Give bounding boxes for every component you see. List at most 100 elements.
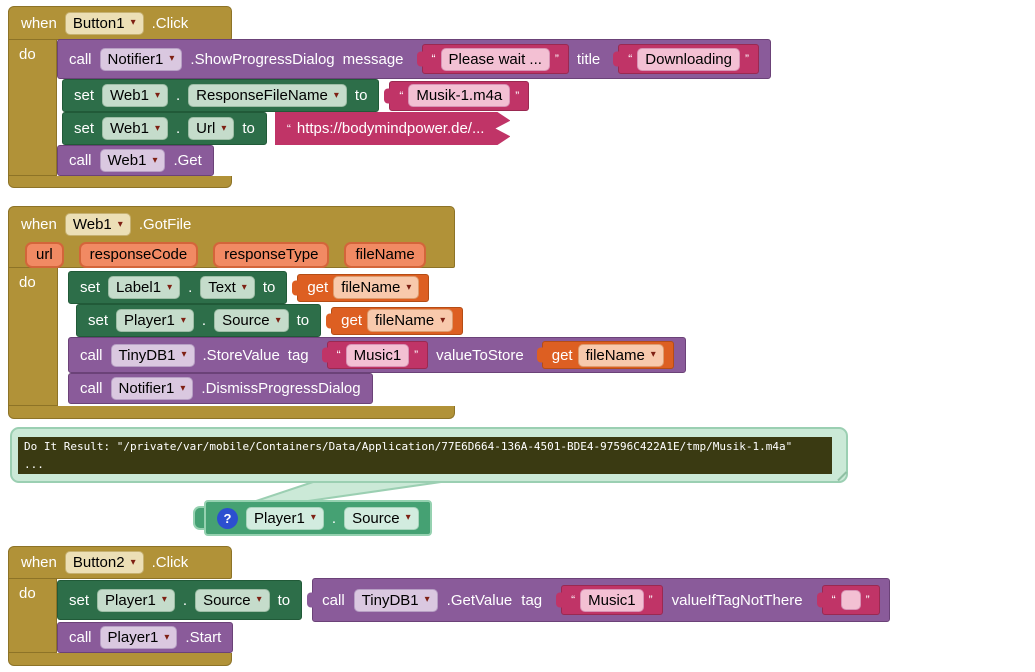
web1-dropdown[interactable]: Web1▾ <box>102 84 168 107</box>
call-showprogressdialog-block[interactable]: call Notifier1▾ .ShowProgressDialog mess… <box>57 39 771 79</box>
call-web1-get-block[interactable]: call Web1▾ .Get <box>57 145 214 176</box>
text-field[interactable]: Please wait ... <box>440 47 550 71</box>
text-field[interactable]: Music1 <box>345 343 410 367</box>
tinydb1-dropdown[interactable]: TinyDB1▾ <box>110 343 195 367</box>
param-url[interactable]: url <box>25 242 64 268</box>
set-responsefilename-block[interactable]: set Web1▾ . ResponseFileName▾ to <box>62 79 380 112</box>
call-storevalue-block[interactable]: call TinyDB1▾ .StoreValue tag “ Music1 ”… <box>68 337 686 373</box>
text-field[interactable]: Musik-1.m4a <box>408 84 511 107</box>
dropdown-icon: ▾ <box>161 594 167 605</box>
player1-dropdown[interactable]: Player1▾ <box>97 588 175 612</box>
component-name: Player1 <box>124 312 175 329</box>
call-dismissprogressdialog-block[interactable]: call Notifier1▾ .DismissProgressDialog <box>68 373 373 404</box>
set-player1-source-block[interactable]: set Player1▾ . Source▾ to <box>76 304 322 337</box>
method-name: .Get <box>173 152 202 169</box>
call-player1-start-block[interactable]: call Player1▾ .Start <box>57 622 234 653</box>
event-do-spine[interactable]: do <box>8 40 57 176</box>
player1-dropdown[interactable]: Player1 ▾ <box>246 506 324 530</box>
event-button2-click-block[interactable]: when Button2▾ .Click <box>8 546 232 579</box>
help-icon[interactable]: ? <box>217 507 238 529</box>
responsefilename-dropdown[interactable]: ResponseFileName▾ <box>188 84 347 107</box>
dropdown-icon: ▾ <box>169 53 175 64</box>
source-property-dropdown[interactable]: Source ▾ <box>195 588 270 612</box>
component-name: Player1 <box>254 509 305 527</box>
notifier1-dropdown[interactable]: Notifier1▾ <box>99 47 183 71</box>
param-responsecode[interactable]: responseCode <box>78 242 199 268</box>
source-property-dropdown[interactable]: Source▾ <box>214 309 289 332</box>
collapsed-url-text-block[interactable]: “ https://bodymindpower.de/... <box>275 112 511 145</box>
get-filename-block[interactable]: get fileName▾ <box>541 341 674 369</box>
text-block-downloading[interactable]: “ Downloading ” <box>618 44 759 74</box>
param-label-valueiftagnotthere: valueIfTagNotThere <box>671 591 803 609</box>
event-do-spine[interactable]: do <box>8 268 58 406</box>
set-url-block[interactable]: set Web1▾ . Url▾ to <box>62 112 267 145</box>
quote-open-icon: “ <box>286 121 291 136</box>
text-property-dropdown[interactable]: Text▾ <box>200 276 255 299</box>
do-keyword: do <box>19 585 36 602</box>
text-block-please-wait[interactable]: “ Please wait ... ” <box>421 44 569 74</box>
button1-dropdown[interactable]: Button1▾ <box>64 11 144 35</box>
event-bottom-bar <box>8 406 455 419</box>
text-field[interactable]: Downloading <box>637 47 740 71</box>
tinydb1-dropdown[interactable]: TinyDB1▾ <box>353 588 438 612</box>
notifier1-dropdown[interactable]: Notifier1▾ <box>110 377 194 400</box>
set-label1-text-block[interactable]: set Label1▾ . Text▾ to <box>68 271 288 304</box>
call-keyword: call <box>69 50 92 68</box>
event-button1-click-block[interactable]: when Button1▾ .Click <box>8 6 232 40</box>
param-responsetype[interactable]: responseType <box>213 242 330 268</box>
text-block-music1[interactable]: “ Music1 ” <box>561 585 663 615</box>
method-name: .DismissProgressDialog <box>201 380 361 397</box>
dropdown-icon: ▾ <box>256 594 262 605</box>
web1-dropdown[interactable]: Web1▾ <box>99 149 166 172</box>
source-property-dropdown[interactable]: Source▾ <box>344 506 419 530</box>
text-block-filename[interactable]: “ Musik-1.m4a ” <box>389 80 530 111</box>
text-field[interactable]: Music1 <box>580 588 644 612</box>
call-getvalue-block[interactable]: call TinyDB1▾ .GetValue tag “ Music1 ” v… <box>312 578 890 622</box>
player1-dropdown[interactable]: Player1▾ <box>99 626 178 649</box>
player1-dropdown[interactable]: Player1▾ <box>116 309 194 332</box>
component-name: TinyDB1 <box>361 591 419 609</box>
dropdown-icon: ▾ <box>117 218 123 230</box>
method-name: .ShowProgressDialog <box>190 50 335 68</box>
method-name: .GetValue <box>446 591 513 609</box>
component-name: TinyDB1 <box>118 346 176 364</box>
filename-var-dropdown[interactable]: fileName▾ <box>367 309 454 332</box>
empty-text-block[interactable]: “ ” <box>821 585 880 615</box>
do-keyword: do <box>19 46 36 63</box>
event-name: .Click <box>151 554 189 571</box>
component-name: Web1 <box>107 152 147 169</box>
filename-var-dropdown[interactable]: fileName▾ <box>577 343 664 367</box>
component-name: Web1 <box>110 87 149 104</box>
variable-name: fileName <box>585 346 645 364</box>
dropdown-icon: ▾ <box>130 556 136 568</box>
param-filename[interactable]: fileName <box>344 242 426 268</box>
set-player1-source-block[interactable]: set Player1▾ . Source▾ to <box>57 580 303 620</box>
quote-open-icon: “ <box>831 593 836 607</box>
component-name: Button2 <box>72 554 125 571</box>
label1-dropdown[interactable]: Label1▾ <box>108 276 181 299</box>
event-do-spine[interactable]: do <box>8 579 57 653</box>
player1-source-getter-block[interactable]: ? Player1 ▾ . Source▾ <box>193 500 432 536</box>
button2-dropdown[interactable]: Button2 ▾ <box>64 551 144 574</box>
component-name: Player1 <box>107 629 159 646</box>
text-block-music1[interactable]: “ Music1 ” <box>326 341 429 369</box>
dot-separator: . <box>331 509 337 527</box>
web1-dropdown[interactable]: Web1▾ <box>102 117 168 140</box>
property-name: Source <box>203 591 251 609</box>
url-dropdown[interactable]: Url▾ <box>188 117 235 140</box>
get-filename-block[interactable]: get fileName▾ <box>297 273 430 302</box>
filename-var-dropdown[interactable]: fileName▾ <box>333 276 420 299</box>
dropdown-icon: ▾ <box>310 512 316 523</box>
web1-dropdown[interactable]: Web1▾ <box>64 213 131 236</box>
text-field[interactable] <box>840 590 861 610</box>
to-keyword: to <box>296 312 310 329</box>
get-filename-block[interactable]: get fileName▾ <box>331 306 464 335</box>
event-web1-gotfile-block[interactable]: when Web1▾ .GotFile url responseCode res… <box>8 206 455 268</box>
param-label-tag: tag <box>521 591 543 609</box>
quote-open-icon: “ <box>431 52 436 66</box>
to-keyword: to <box>277 591 291 609</box>
dropdown-icon: ▾ <box>130 17 136 28</box>
quote-close-icon: ” <box>414 348 419 362</box>
do-it-result-bubble[interactable]: Do It Result: "/private/var/mobile/Conta… <box>10 427 848 483</box>
